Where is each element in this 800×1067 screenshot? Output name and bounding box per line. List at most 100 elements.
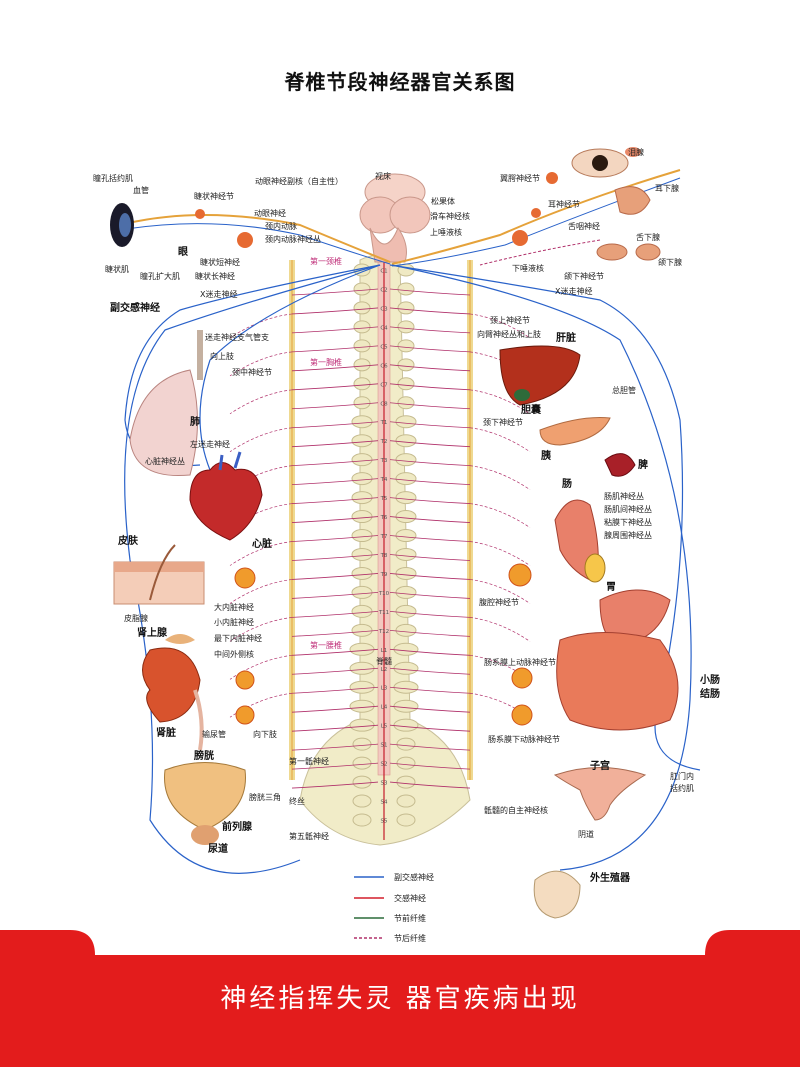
label-prostate: 前列腺 xyxy=(222,822,252,833)
legend-sympathetic: 交感神经 xyxy=(394,894,426,903)
label-bronchial: 迷走神经支气管支 xyxy=(205,333,269,342)
vertebra-body xyxy=(351,585,373,599)
segment-nerve-right xyxy=(389,592,471,599)
segment-nerve-left xyxy=(291,781,379,789)
vertebra-body xyxy=(393,661,419,675)
vertebra-body xyxy=(395,491,417,505)
segment-nerve-right xyxy=(389,535,471,542)
intestine-illustration xyxy=(554,499,606,583)
vertebra-body xyxy=(351,623,373,637)
vertebra-label: C5 xyxy=(380,344,388,350)
segment-nerve-left xyxy=(291,686,379,694)
vertebra-body xyxy=(396,794,416,808)
postganglionic-fiber xyxy=(469,313,531,339)
vertebra-body xyxy=(351,547,373,561)
vertebra-body xyxy=(353,339,371,353)
postganglionic-fiber xyxy=(229,389,293,415)
label-small-intestine: 小肠 xyxy=(700,675,720,686)
vertebra-label: L5 xyxy=(381,724,388,730)
label-upper-limb-left: 向上肢 xyxy=(210,352,234,361)
brain-stem xyxy=(359,173,431,263)
vertebra-body xyxy=(349,718,375,732)
segment-nerve-right xyxy=(389,421,471,429)
legend-postganglionic: 节后纤维 xyxy=(394,934,426,943)
postganglionic-fiber xyxy=(469,465,531,490)
vertebra-body xyxy=(397,377,415,391)
segment-nerve-right xyxy=(389,478,471,486)
label-myenteric: 肠肌神经丛 xyxy=(604,492,644,501)
vertebra-body xyxy=(395,510,417,524)
segment-nerve-right xyxy=(389,705,471,713)
skin-illustration xyxy=(113,544,205,605)
label-parasympathetic-nerve: 副交感神经 xyxy=(110,303,160,314)
diagram-title: 脊椎节段神经器官关系图 xyxy=(284,70,516,94)
label-lacrimal: 泪腺 xyxy=(628,148,644,157)
vertebra-body xyxy=(353,396,371,410)
label-pancreas: 胰 xyxy=(541,451,551,462)
vertebra-label: C1 xyxy=(380,269,387,275)
vertebra-body xyxy=(397,339,415,353)
label-spleen: 脾 xyxy=(638,460,648,471)
vertebra-body xyxy=(351,529,373,543)
label-fifth-sacral: 第五骶神经 xyxy=(289,832,329,841)
segment-nerve-right xyxy=(389,686,471,694)
vertebra-label: L3 xyxy=(381,686,388,692)
red-banner xyxy=(0,930,800,1067)
head-ganglia xyxy=(195,172,558,248)
vertebra-label: S2 xyxy=(381,762,388,768)
vertebra-label: T8 xyxy=(380,553,388,559)
postganglionic-fiber xyxy=(469,389,531,415)
lung-illustration xyxy=(129,330,203,477)
segment-nerve-right xyxy=(389,440,471,448)
segment-nerve-right xyxy=(389,497,471,504)
vertebra-body xyxy=(351,434,373,448)
vertebra-label: S3 xyxy=(381,781,388,787)
segment-nerve-right xyxy=(389,364,471,372)
vertebra-label: C8 xyxy=(380,401,388,407)
label-intermuscular: 肠肌间神经丛 xyxy=(604,505,652,514)
postganglionic-fiber xyxy=(469,617,531,642)
segment-nerve-left xyxy=(291,364,379,372)
vertebra-body xyxy=(351,472,373,486)
segment-nerve-left xyxy=(291,478,379,486)
vertebra-body xyxy=(353,358,371,372)
vertebra-body xyxy=(353,320,371,334)
label-vagus-right: X迷走神经 xyxy=(555,287,593,296)
label-thalamus: 视床 xyxy=(375,172,391,181)
label-pupil-sphincter: 瞳孔括约肌 xyxy=(93,174,133,183)
vertebra-label: C6 xyxy=(380,363,388,369)
label-first-sacral: 第一骶神经 xyxy=(289,757,329,766)
vertebra-body xyxy=(351,510,373,524)
vertebra-label: T3 xyxy=(380,458,388,464)
label-uterus: 子宫 xyxy=(590,761,610,772)
label-to-arm-head: 向臂神经丛和上肢 xyxy=(477,330,541,339)
label-sacral-autonomic: 骶髓的自主神经核 xyxy=(484,806,548,815)
vertebra-label: L4 xyxy=(381,705,388,711)
vertebra-label: C4 xyxy=(380,325,388,331)
heart-illustration xyxy=(189,451,263,541)
postganglionic-fiber xyxy=(229,313,293,339)
vertebra-body xyxy=(352,813,372,827)
segment-nerve-right xyxy=(389,724,471,732)
segment-nerve-right xyxy=(389,667,471,675)
label-colon: 结肠 xyxy=(700,689,720,700)
vertebra-body xyxy=(395,585,417,599)
vertebra-label: L1 xyxy=(381,648,388,654)
label-trigone: 膀胱三角 xyxy=(249,793,281,802)
postganglionic-fiber xyxy=(229,692,293,718)
label-kidney: 肾脏 xyxy=(156,728,176,739)
label-otic-ganglion: 耳神经节 xyxy=(548,200,580,209)
vertebra-body xyxy=(351,491,373,505)
label-first-cervical: 第一颈椎 xyxy=(310,257,342,266)
vertebra-body xyxy=(352,737,372,751)
label-intermediolateral: 中间外侧核 xyxy=(214,650,254,659)
legend-swatches xyxy=(354,876,384,939)
vertebra-label: T9 xyxy=(380,572,388,578)
label-ureter: 输尿管 xyxy=(202,730,226,739)
postganglionic-fiber xyxy=(469,503,531,528)
label-first-lumbar: 第一腰椎 xyxy=(310,641,342,650)
label-spinal-cord: 脊髓 xyxy=(376,657,392,666)
segment-nerve-left xyxy=(291,383,379,391)
salivary-glands xyxy=(596,186,661,261)
postganglionic-fiber xyxy=(469,427,531,453)
